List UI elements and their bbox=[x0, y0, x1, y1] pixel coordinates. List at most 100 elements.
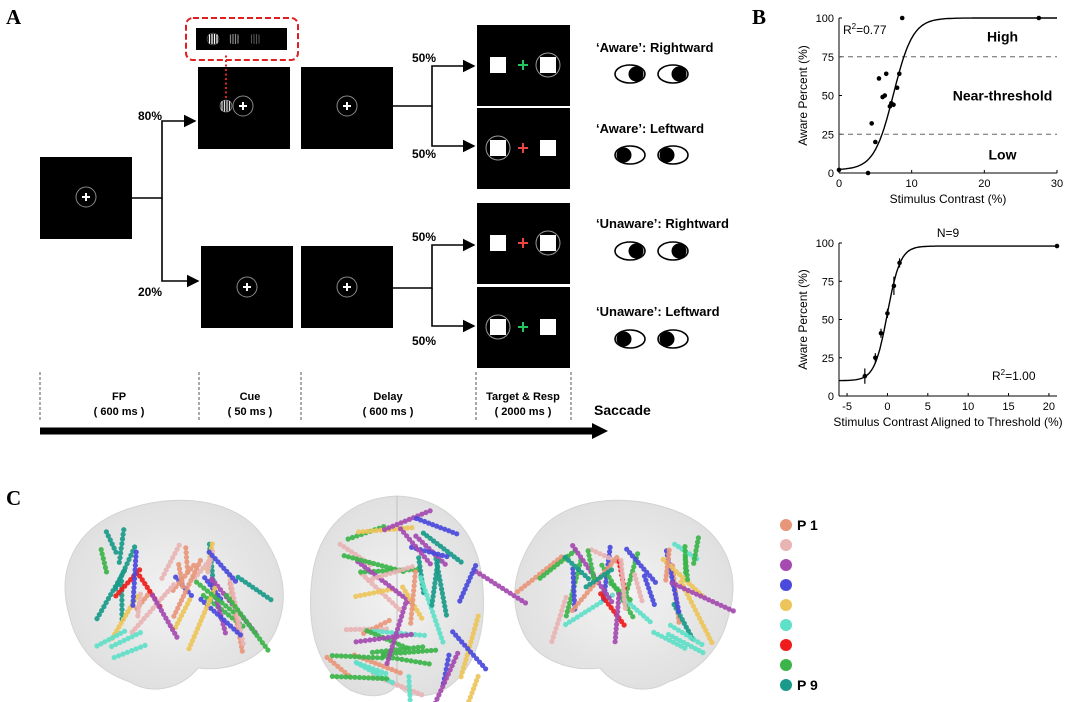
electrode-contact bbox=[591, 574, 597, 581]
electrode-contact bbox=[188, 642, 194, 648]
electrode-contact bbox=[372, 631, 378, 637]
electrode-contact bbox=[385, 634, 391, 641]
electrode-contact bbox=[451, 659, 457, 665]
split-arrow-unaware-left bbox=[431, 288, 476, 333]
electrode-contact bbox=[443, 675, 449, 681]
electrode-contact bbox=[370, 654, 376, 661]
electrode-contact bbox=[616, 591, 622, 597]
electrode-contact bbox=[368, 658, 374, 665]
electrode-contact bbox=[421, 554, 427, 560]
electrode-contact bbox=[443, 608, 449, 614]
electrode-contact bbox=[109, 541, 115, 547]
electrode-contact bbox=[408, 611, 415, 617]
electrode-contact bbox=[352, 654, 358, 660]
electrode-contact bbox=[686, 581, 692, 587]
electrode-contact bbox=[365, 675, 372, 681]
electrode-contact bbox=[671, 587, 678, 593]
electrode-contact bbox=[621, 622, 627, 628]
electrode-contact bbox=[171, 582, 177, 588]
electrode-contact bbox=[120, 651, 126, 657]
electrode-contact bbox=[136, 604, 142, 610]
electrode-contact bbox=[469, 690, 475, 696]
electrode-contact bbox=[515, 595, 521, 601]
electrode-contact bbox=[442, 603, 448, 609]
electrode-contact bbox=[638, 593, 644, 600]
electrode-contact bbox=[678, 579, 684, 585]
electrode-contact bbox=[471, 652, 477, 658]
electrode-contact bbox=[195, 561, 202, 568]
electrode-contact bbox=[475, 673, 481, 680]
electrode-contact bbox=[707, 635, 713, 642]
electrode-contact bbox=[324, 654, 330, 661]
electrode-contact bbox=[374, 574, 380, 580]
electrode-contact bbox=[672, 541, 678, 547]
electrode-contact bbox=[419, 648, 426, 654]
electrode-contact bbox=[430, 593, 436, 600]
electrode-contact bbox=[475, 613, 481, 619]
electrode-contact bbox=[650, 597, 656, 603]
electrode-contact bbox=[159, 575, 165, 581]
electrode-shaft bbox=[103, 529, 119, 555]
electrode-contact bbox=[611, 558, 617, 564]
electrode-contact bbox=[137, 630, 143, 636]
electrode-contact bbox=[135, 622, 141, 629]
electrode-contact bbox=[618, 557, 624, 563]
electrode-contact bbox=[402, 588, 408, 594]
electrode-contact bbox=[117, 576, 123, 582]
electrode-contact bbox=[165, 619, 171, 625]
electrode-contact bbox=[113, 641, 119, 648]
electrode-contact bbox=[693, 591, 700, 597]
data-point bbox=[873, 139, 878, 145]
x-tick-label: 15 bbox=[1002, 401, 1014, 413]
electrode-contact bbox=[119, 536, 126, 542]
electrode-contact bbox=[383, 648, 389, 654]
y-tick-label: 100 bbox=[816, 13, 834, 25]
electrode-contact bbox=[568, 550, 575, 557]
electrode-contact bbox=[662, 635, 669, 641]
split-arrow-aware-left bbox=[431, 106, 476, 153]
electrode-contact bbox=[246, 621, 252, 628]
electrode-contact bbox=[434, 523, 440, 529]
electrode-contacts bbox=[94, 508, 736, 702]
electrode-contact bbox=[222, 609, 228, 615]
electrode-contact bbox=[673, 582, 679, 588]
y-tick-label: 0 bbox=[828, 168, 834, 180]
electrode-contact bbox=[550, 634, 556, 640]
data-point bbox=[897, 260, 902, 266]
electrode-contact bbox=[672, 591, 678, 597]
electrode-contact bbox=[593, 549, 599, 555]
y-tick-label: 75 bbox=[822, 276, 834, 288]
target-square-right bbox=[540, 140, 556, 156]
target-square-left bbox=[490, 235, 506, 251]
electrode-contact bbox=[666, 547, 672, 553]
electrode-contact bbox=[417, 517, 424, 523]
timeline-cue-label: Cue bbox=[240, 391, 261, 403]
electrode-contact bbox=[460, 665, 467, 671]
x-tick-label: 20 bbox=[1043, 401, 1055, 413]
electrode-contact bbox=[540, 568, 546, 575]
electrode-contact bbox=[362, 592, 368, 598]
electrode-contact bbox=[356, 674, 363, 681]
electrode-contact bbox=[397, 618, 403, 624]
electrode-contact bbox=[683, 632, 689, 638]
electrode-contact bbox=[621, 592, 627, 598]
electrode-contact bbox=[175, 605, 181, 611]
electrode-contact bbox=[358, 662, 364, 668]
electrode-contact bbox=[396, 568, 402, 574]
electrode-contact bbox=[219, 600, 225, 606]
electrode-shaft bbox=[224, 592, 271, 653]
electrode-contact bbox=[162, 592, 168, 598]
electrode-contact bbox=[128, 552, 134, 558]
electrode-contact bbox=[575, 550, 581, 556]
y-tick-label: 25 bbox=[822, 353, 834, 365]
electrode-shaft bbox=[135, 591, 144, 619]
electrode-shaft bbox=[198, 596, 243, 638]
electrode-contact bbox=[691, 556, 698, 562]
electrode-contact bbox=[559, 608, 565, 614]
electrode-contact bbox=[601, 553, 607, 559]
electrode-contact bbox=[437, 630, 443, 637]
electrode-contact bbox=[190, 573, 196, 580]
electrode-contact bbox=[577, 554, 584, 560]
electrode-contact bbox=[373, 624, 380, 630]
electrode-contact bbox=[113, 593, 119, 599]
